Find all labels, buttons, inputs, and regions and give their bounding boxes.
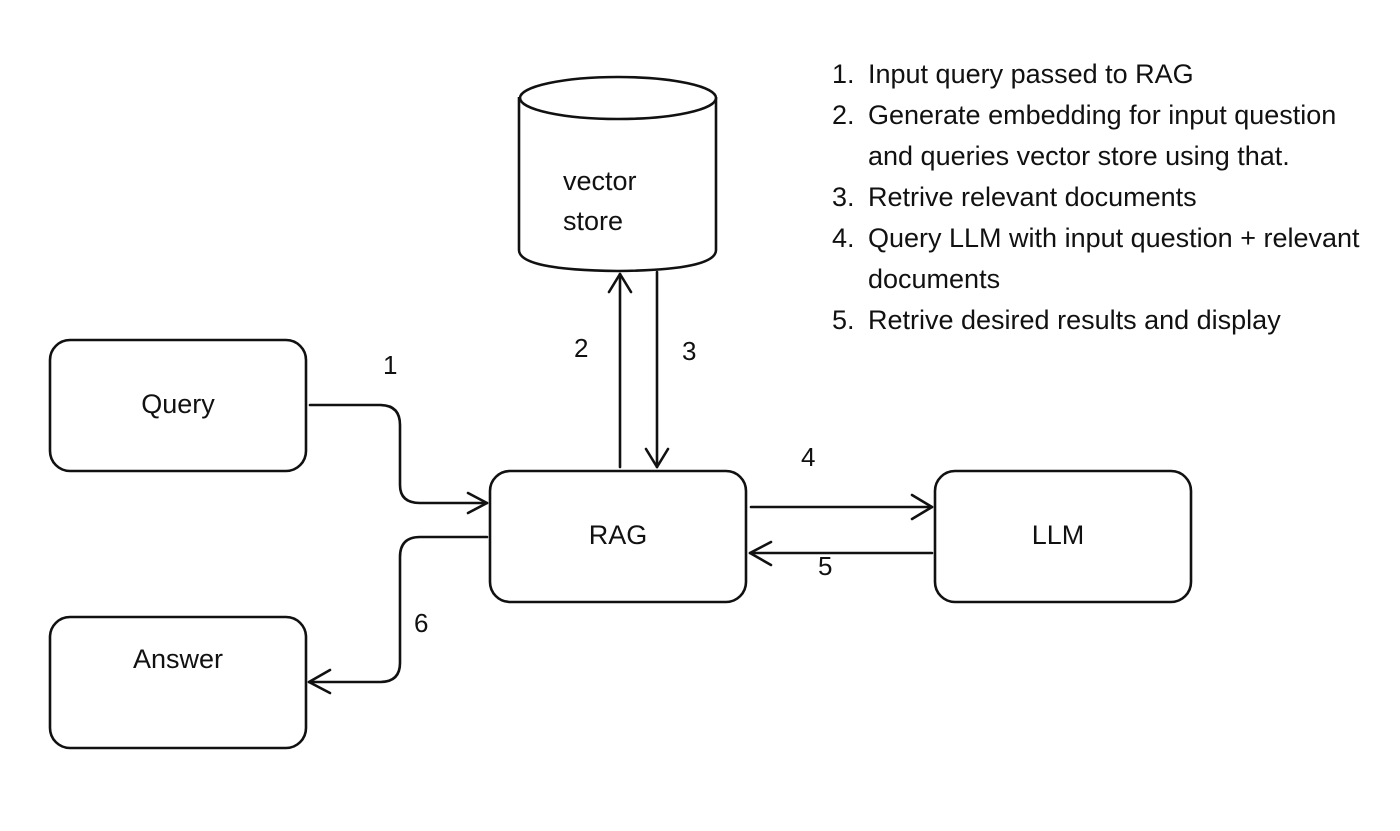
node-rag[interactable]: RAG xyxy=(488,469,748,604)
legend-item-text: Query LLM with input question + relevant… xyxy=(868,223,1360,294)
legend-item-number: 1. xyxy=(832,59,855,89)
node-query[interactable]: Query xyxy=(48,338,308,473)
edge-3-vector-store-to-rag: 3 xyxy=(644,270,696,469)
node-llm[interactable]: LLM xyxy=(933,469,1193,604)
legend-item-text: Retrive relevant documents xyxy=(868,182,1197,212)
legend-item-number: 5. xyxy=(832,305,855,335)
vector-store-label-line2: store xyxy=(563,206,623,236)
edge-6-label: 6 xyxy=(414,608,428,638)
legend-item: 3. Retrive relevant documents xyxy=(832,177,1372,218)
edge-3-label: 3 xyxy=(682,336,696,366)
edge-2-label: 2 xyxy=(574,333,588,363)
legend-item-text: Input query passed to RAG xyxy=(868,59,1194,89)
edge-5-llm-to-rag: 5 xyxy=(748,540,934,581)
edge-6-arrowhead-icon xyxy=(307,668,332,695)
edge-1-query-to-rag: 1 xyxy=(308,350,489,515)
legend-item: 1. Input query passed to RAG xyxy=(832,54,1372,95)
node-query-box xyxy=(48,338,308,473)
legend-item: 2. Generate embedding for input question… xyxy=(832,95,1372,177)
legend-item: 5. Retrive desired results and display xyxy=(832,300,1372,341)
vector-store-cylinder-top xyxy=(518,75,718,121)
node-vector-store[interactable]: vector store xyxy=(517,75,718,273)
edge-2-arrowhead-icon xyxy=(607,272,633,294)
edge-1-label: 1 xyxy=(383,350,397,380)
node-rag-box xyxy=(488,469,748,604)
legend-item-number: 3. xyxy=(832,182,855,212)
vector-store-label-line1: vector xyxy=(563,166,637,196)
node-answer[interactable]: Answer xyxy=(48,615,308,750)
legend-item-text: Generate embedding for input question an… xyxy=(868,100,1337,171)
vector-store-cylinder-body xyxy=(517,97,718,273)
edge-3-arrowhead-icon xyxy=(644,447,670,469)
node-llm-label: LLM xyxy=(1032,520,1085,550)
node-answer-box xyxy=(48,615,308,750)
legend-item-number: 2. xyxy=(832,100,855,130)
legend-item-number: 4. xyxy=(832,223,855,253)
edge-2-rag-to-vector-store: 2 xyxy=(574,272,633,469)
edge-6-rag-to-answer: 6 xyxy=(307,535,489,695)
node-query-label: Query xyxy=(141,389,215,419)
edge-6-line xyxy=(307,535,489,684)
edge-5-arrowhead-icon xyxy=(748,540,773,567)
edge-4-label: 4 xyxy=(801,442,815,472)
node-llm-box xyxy=(933,469,1193,604)
edge-1-line xyxy=(308,403,489,505)
legend-item-text: Retrive desired results and display xyxy=(868,305,1281,335)
edge-5-label: 5 xyxy=(818,551,832,581)
edge-1-arrowhead-icon xyxy=(466,491,489,515)
node-rag-label: RAG xyxy=(589,520,648,550)
steps-legend: 1. Input query passed to RAG 2. Generate… xyxy=(832,54,1372,341)
edge-4-arrowhead-icon xyxy=(910,493,934,521)
node-answer-label: Answer xyxy=(133,644,223,674)
legend-item: 4. Query LLM with input question + relev… xyxy=(832,218,1372,300)
edge-4-rag-to-llm: 4 xyxy=(749,442,934,521)
